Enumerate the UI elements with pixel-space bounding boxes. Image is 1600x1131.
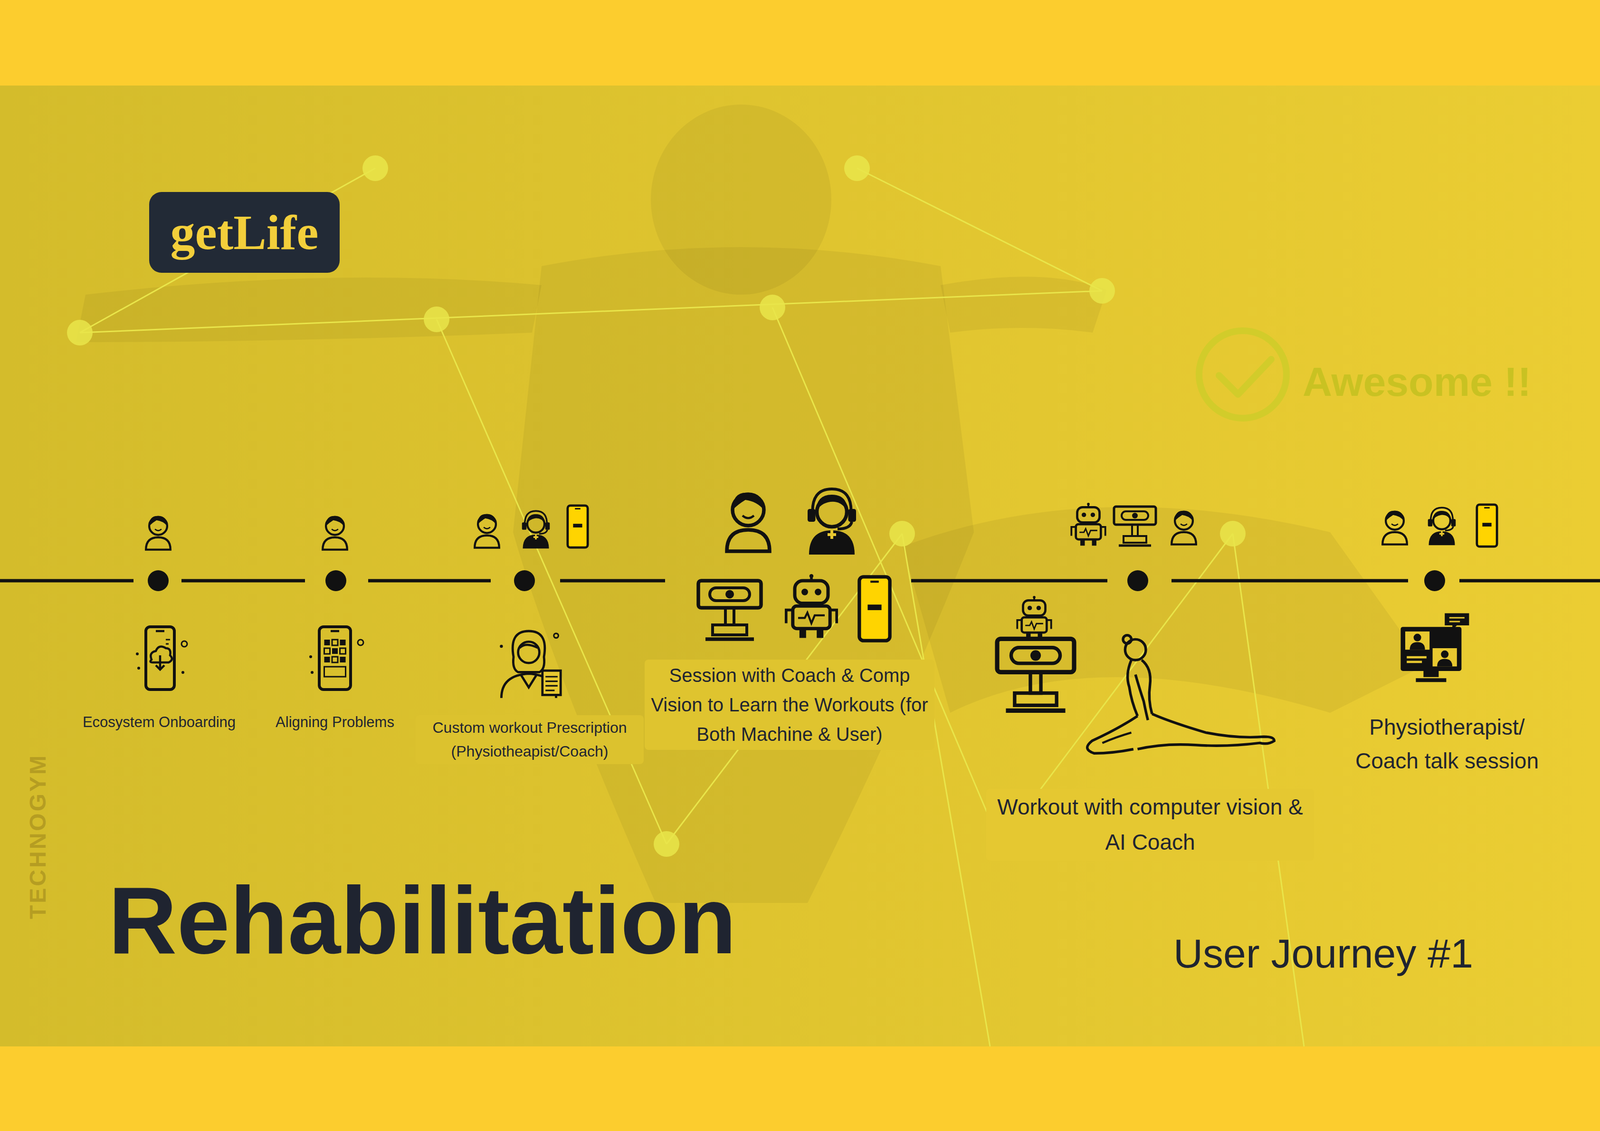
logo-box: getLife: [149, 191, 340, 273]
camera-icon: [997, 638, 1075, 711]
user-icon: [726, 492, 770, 552]
step-label: Aligning Problems: [258, 711, 411, 734]
camera-icon: [698, 580, 762, 639]
user-icon: [1382, 510, 1408, 545]
physiotherapist-icon: [499, 630, 561, 698]
user-icon: [322, 515, 348, 550]
ai-robot-icon: [1071, 502, 1105, 546]
user-icon: [1171, 510, 1197, 545]
step-label: Session with Coach & Comp Vision to Lear…: [644, 659, 935, 750]
step-label: Physiotherapist/ Coach talk session: [1337, 710, 1557, 779]
coach-icon: [807, 488, 857, 555]
phone-cloud-icon: [135, 626, 188, 690]
woman-silhouette: [76, 104, 1426, 903]
photo-panel: [0, 85, 1600, 1047]
diagram-title: Rehabilitation: [108, 865, 737, 975]
pose-network-dots: [66, 155, 1246, 857]
user-icon: [474, 514, 500, 548]
camera-icon: [1114, 506, 1156, 546]
watermark: TECHNOGYM: [24, 753, 52, 919]
check-circle-icon: [1199, 330, 1287, 419]
step-label: Ecosystem Onboarding: [54, 711, 264, 734]
coach-icon: [522, 510, 550, 549]
step-label: Custom workout Prescription (Physiotheap…: [415, 714, 644, 764]
yoga-figure: [1087, 635, 1275, 754]
phone-icon: [859, 576, 890, 641]
phone-icon: [567, 505, 588, 548]
ai-robot-icon: [1017, 595, 1051, 639]
step-label: Workout with computer vision & AI Coach: [986, 788, 1315, 861]
ai-robot-icon: [786, 573, 837, 638]
logo-text: getLife: [170, 205, 319, 260]
video-call-icon: [1400, 612, 1469, 680]
phone-icon: [1476, 504, 1497, 547]
coach-icon: [1428, 507, 1456, 545]
phone-apps-icon: [309, 626, 364, 690]
user-icon: [145, 515, 171, 550]
status-text: Awesome !!: [1302, 357, 1588, 407]
pose-network-lines: [79, 168, 1305, 1047]
journey-number: User Journey #1: [1173, 928, 1554, 978]
